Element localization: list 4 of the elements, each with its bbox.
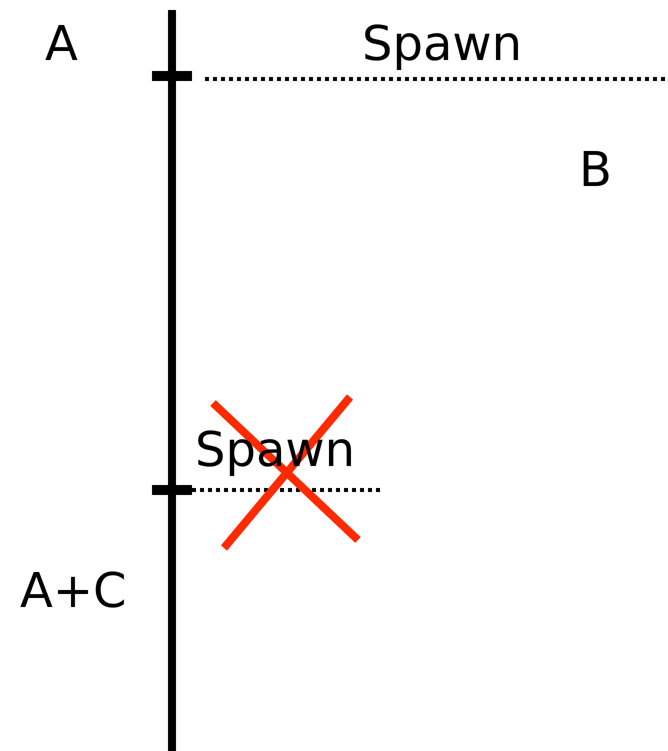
process-label: A xyxy=(45,16,78,72)
process-label: B xyxy=(579,142,612,198)
process-label: A+C xyxy=(20,563,127,619)
spawn-label: Spawn xyxy=(362,16,522,72)
